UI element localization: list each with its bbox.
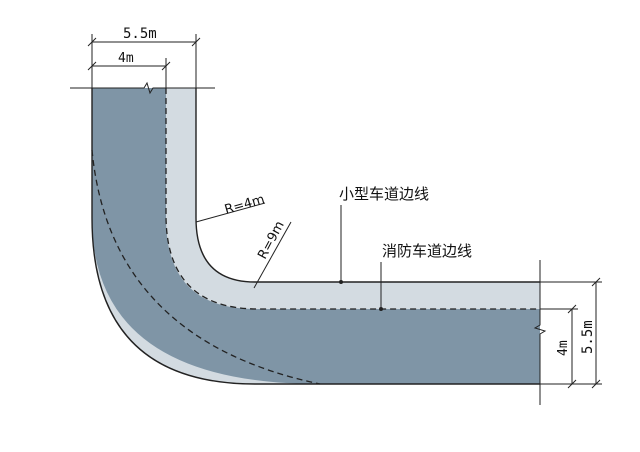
dim-top-outer-label: 5.5m — [123, 26, 157, 42]
fire-lane-surface — [92, 88, 540, 384]
road-edge-outer — [91, 88, 540, 385]
break-mark-top — [70, 81, 215, 95]
small-vehicle-edge-label: 小型车道边线 — [339, 185, 429, 203]
fire-lane-edge-inner — [165, 88, 540, 310]
road-edge-inner — [195, 88, 540, 283]
radius-small-label: R=4m — [223, 192, 266, 218]
dim-right-inner-label: 4m — [556, 340, 571, 356]
radius-small-leader — [195, 202, 266, 223]
break-mark-right — [533, 260, 547, 405]
fire-lane-edge-label: 消防车道边线 — [382, 242, 472, 260]
fire-lane-edge-dot — [379, 307, 383, 311]
dimension-right — [540, 277, 602, 389]
dim-top-inner-label: 4m — [118, 51, 134, 66]
radius-large-label: R=9m — [255, 219, 287, 262]
fire-lane-edge-outer — [91, 149, 321, 385]
dimension-top — [87, 34, 201, 88]
radius-large-leader — [253, 221, 292, 289]
small-vehicle-edge-dot — [339, 280, 343, 284]
dim-right-outer-label: 5.5m — [580, 320, 596, 354]
